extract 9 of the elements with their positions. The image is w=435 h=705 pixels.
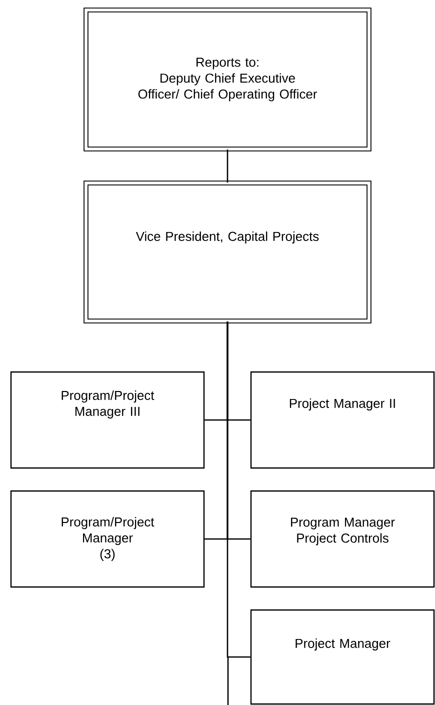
position-box: Project Manager II (250, 371, 435, 469)
double-bordered-box: Reports to: Deputy Chief Executive Officer/ Chief Operating Officer (84, 8, 372, 152)
position-box: Program/Project Manager (3) (10, 490, 205, 588)
connector-line (226, 149, 228, 183)
position-box: Program/Project Manager III (10, 371, 205, 469)
connector-line (226, 321, 250, 658)
position-box: Program Manager Project Controls (250, 490, 435, 588)
double-bordered-box: Vice President, Capital Projects (84, 180, 372, 324)
position-box: Project Manager (250, 609, 435, 705)
